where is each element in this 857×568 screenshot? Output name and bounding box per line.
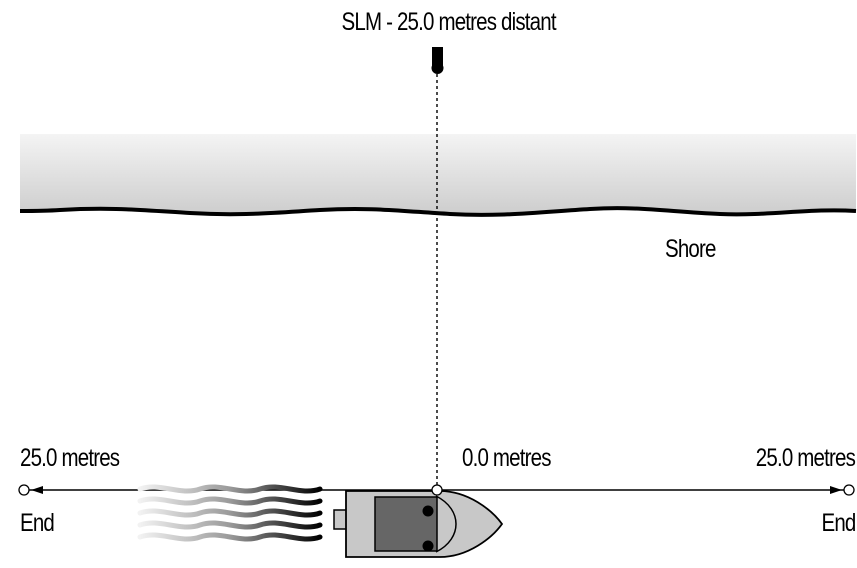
right-end-label: End (820, 509, 856, 537)
slm-marker-icon (431, 47, 444, 74)
left-end-label: End (20, 509, 55, 537)
boat-seat-rear (422, 540, 434, 552)
slm-label: SLM - 25.0 metres distant (341, 8, 557, 36)
right-distance-label: 25.0 metres (755, 444, 856, 472)
shore-label: Shore (665, 235, 716, 263)
right-arrow-end-icon (830, 484, 855, 496)
left-arrow-end-icon (18, 484, 43, 496)
slm-marker-body (432, 47, 443, 66)
boat-seat-front (422, 505, 434, 517)
shore-band (20, 134, 856, 215)
boat-icon (333, 490, 504, 558)
shoreline (19, 206, 857, 217)
wake-icon (137, 484, 323, 542)
boat-windshield (435, 495, 457, 553)
slm-marker-dot (431, 62, 444, 74)
left-distance-label: 25.0 metres (20, 444, 120, 472)
center-distance-label: 0.0 metres (462, 444, 551, 472)
transducer-point (431, 484, 443, 496)
shore (19, 134, 857, 217)
